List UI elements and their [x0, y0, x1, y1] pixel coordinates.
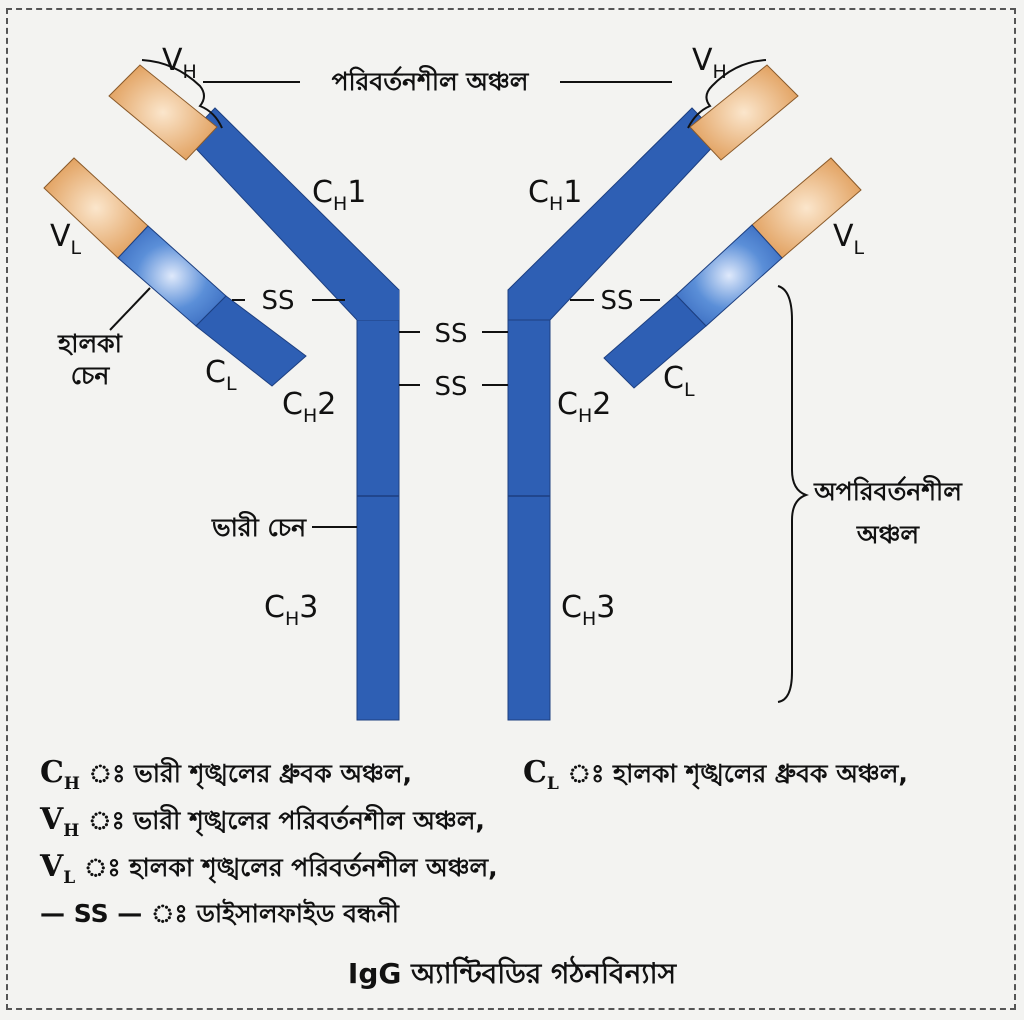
constant-region-brace [777, 285, 809, 703]
ss-center-upper: SS [434, 319, 467, 349]
right-heavy-stem [507, 289, 551, 721]
vh-left-label: VH [162, 43, 197, 83]
legend-row-ss: — SS — ঃ ডাইসালফাইড বন্ধনী [40, 896, 990, 932]
igg-diagram: VH VH পরিবর্তনশীল অঞ্চল VL VL CH1 CH1 SS… [43, 43, 963, 721]
legend-ss-symbol: — SS — [40, 899, 143, 928]
legend-cl-entry: CL ঃ হালকা শৃঙ্খলের ধ্রুবক অঞ্চল, [523, 755, 908, 802]
dashed-frame [6, 8, 1016, 1010]
ch3-right-label: CH3 [561, 590, 615, 630]
ss-right-arm: SS [600, 286, 633, 316]
legend-row-vl: VL ঃ হালকা শৃঙ্খলের পরিবর্তনশীল অঞ্চল, [40, 849, 990, 896]
light-chain-label-2: চেন [71, 361, 111, 390]
svg-text:CH2: CH2 [282, 387, 336, 427]
leader-lines [109, 59, 809, 703]
ch2-right-label: CH2 [557, 387, 611, 427]
right-vh-segment [689, 64, 799, 161]
right-ch1-segment [507, 107, 722, 321]
left-vh-brace [141, 59, 223, 129]
left-light-chain [43, 157, 307, 387]
ch1-left-label: CH1 [312, 175, 366, 215]
svg-text:CL: CL [205, 355, 237, 395]
legend-vl-text: ঃ হালকা শৃঙ্খলের পরিবর্তনশীল অঞ্চল, [83, 853, 498, 882]
light-chain-label-1: হালকা [57, 329, 124, 358]
svg-text:CH1: CH1 [312, 175, 366, 215]
vl-right-label: VL [833, 219, 865, 259]
left-heavy-stem [356, 289, 400, 721]
svg-text:VH: VH [692, 43, 727, 83]
svg-text:CH3: CH3 [264, 590, 318, 630]
ch3-left-label: CH3 [264, 590, 318, 630]
constant-region-label-2: অঞ্চল [856, 520, 920, 549]
svg-text:CH3: CH3 [561, 590, 615, 630]
legend-row-vh: VH ঃ ভারী শৃঙ্খলের পরিবর্তনশীল অঞ্চল, [40, 802, 990, 849]
right-vh-brace [687, 59, 767, 129]
left-vl-blue-segment [117, 225, 227, 327]
right-light-chain [603, 157, 862, 389]
ss-center-lower: SS [434, 372, 467, 402]
legend-ch-text: ঃ ভারী শৃঙ্খলের ধ্রুবক অঞ্চল, [88, 759, 413, 788]
svg-text:CH2: CH2 [557, 387, 611, 427]
legend-vh-symbol: VH [40, 802, 80, 841]
ch1-right-label: CH1 [528, 175, 582, 215]
cl-right-label: CL [663, 361, 695, 401]
svg-text:VH: VH [162, 43, 197, 83]
figure-caption: IgG অ্যান্টিবডির গঠনবিন্যাস [347, 957, 677, 990]
heavy-chain-label: ভারী চেন [211, 511, 307, 542]
cl-left-label: CL [205, 355, 237, 395]
legend-cl-symbol: CL [523, 755, 559, 794]
right-cl-segment [603, 294, 707, 389]
left-cl-segment [195, 295, 307, 387]
legend-ss-text: ঃ ডাইসালফাইড বন্ধনী [151, 899, 399, 928]
left-vh-segment [108, 64, 218, 161]
svg-text:CH1: CH1 [528, 175, 582, 215]
legend-ch-symbol: CH [40, 755, 80, 794]
left-heavy-chain [108, 64, 400, 721]
legend-vl-symbol: VL [40, 849, 76, 888]
legend-row-ch: CH ঃ ভারী শৃঙ্খলের ধ্রুবক অঞ্চল, CL ঃ হা… [40, 755, 990, 802]
svg-text:VL: VL [50, 219, 82, 259]
svg-text:CL: CL [663, 361, 695, 401]
ss-left-arm: SS [261, 286, 294, 316]
legend-cl-text: ঃ হালকা শৃঙ্খলের ধ্রুবক অঞ্চল, [567, 759, 908, 788]
ch2-left-label: CH2 [282, 387, 336, 427]
constant-region-label-1: অপরিবর্তনশীল [813, 475, 963, 506]
vh-right-label: VH [692, 43, 727, 83]
variable-region-label: পরিবর্তনশীল অঞ্চল [332, 65, 530, 96]
legend-vh-text: ঃ ভারী শৃঙ্খলের পরিবর্তনশীল অঞ্চল, [88, 806, 485, 835]
legend: CH ঃ ভারী শৃঙ্খলের ধ্রুবক অঞ্চল, CL ঃ হা… [40, 755, 990, 932]
left-heavy-join [357, 290, 399, 320]
right-heavy-chain [507, 64, 799, 721]
vl-left-label: VL [50, 219, 82, 259]
svg-text:VL: VL [833, 219, 865, 259]
